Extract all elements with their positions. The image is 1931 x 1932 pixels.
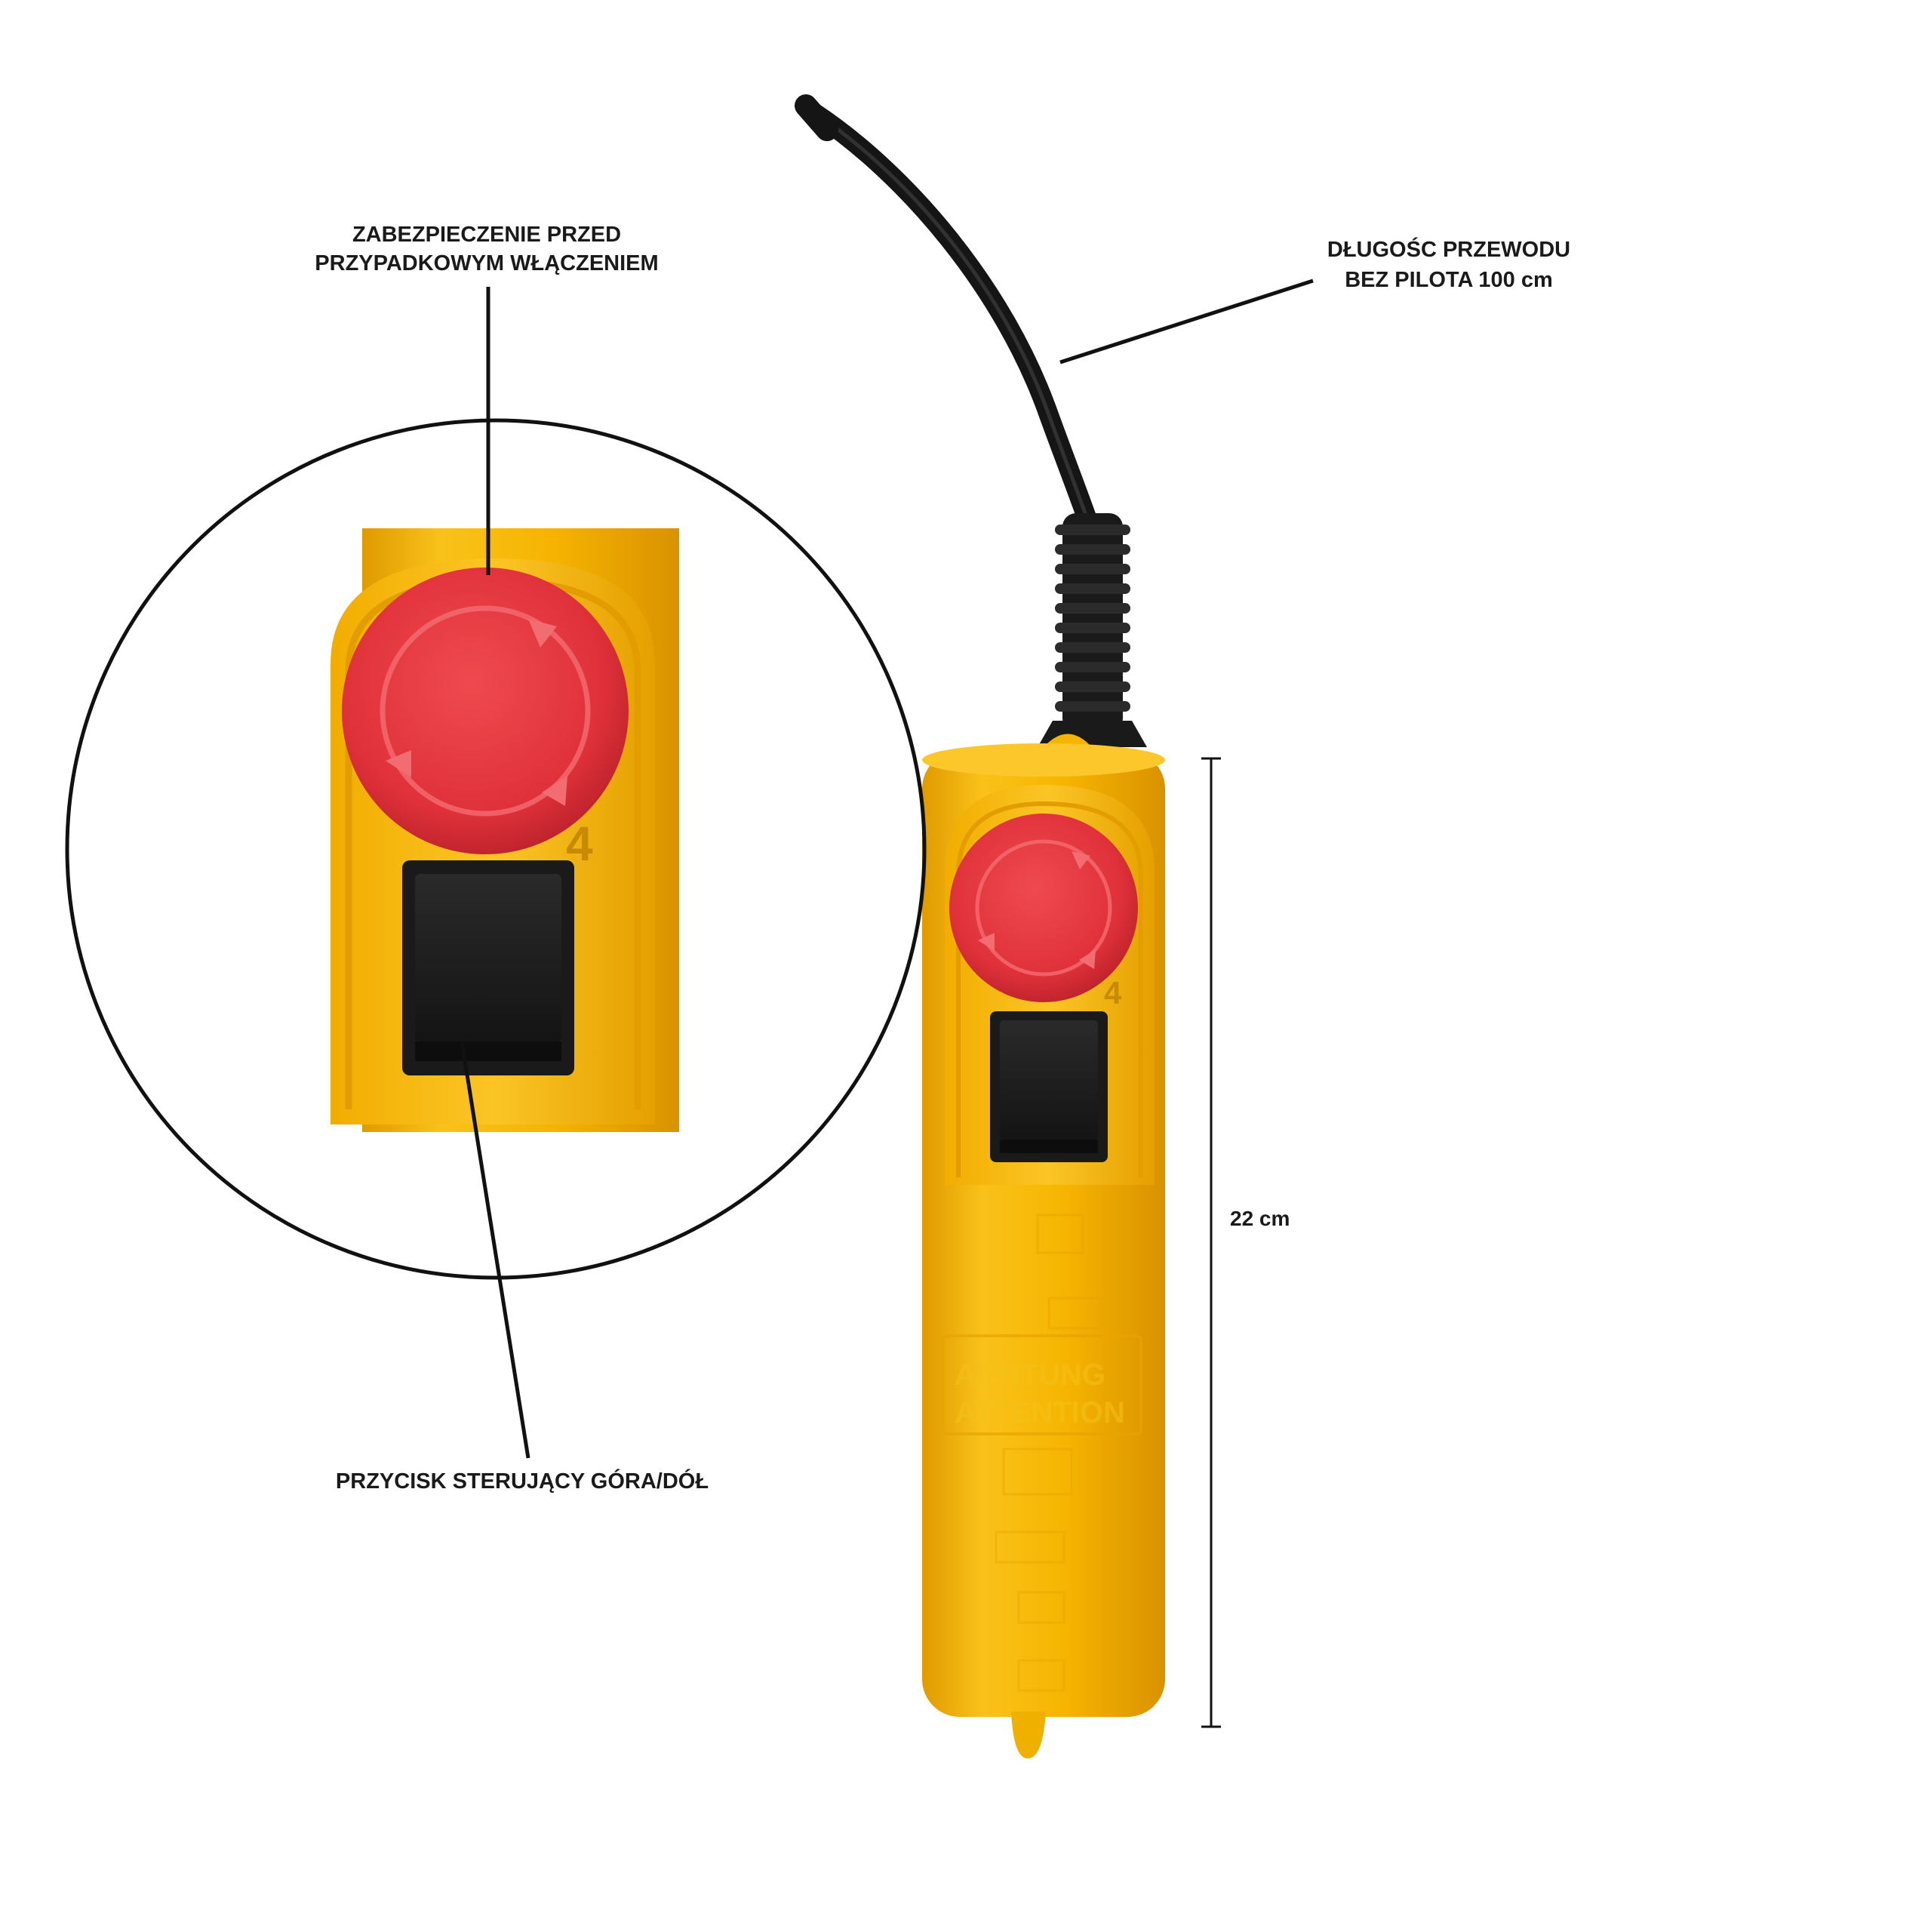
zoom-detail: 4 <box>65 418 927 1280</box>
leader-line-cable <box>1059 278 1314 365</box>
label-control-button: PRZYCISK STERUJĄCY GÓRA/DÓŁ <box>336 1468 709 1494</box>
strain-relief-ridge <box>1055 603 1130 614</box>
height-dimension-line <box>1201 757 1221 1728</box>
strain-relief-ridge <box>1055 662 1130 672</box>
strain-relief-ridge <box>1055 642 1130 653</box>
label-safety-line1: ZABEZPIECZENIE PRZED <box>352 223 621 247</box>
label-cable-line1: DŁUGOŚC PRZEWODU <box>1327 236 1570 262</box>
strain-relief-ridge <box>1055 525 1130 535</box>
strain-relief-ridge <box>1055 544 1130 555</box>
strain-relief-ridge <box>1055 701 1130 712</box>
label-safety-line2: PRZYPADKOWYM WŁĄCZENIEM <box>315 251 658 275</box>
strain-relief <box>1038 513 1147 747</box>
label-cable-line2: BEZ PILOTA 100 cm <box>1345 268 1553 292</box>
label-height-dimension: 22 cm <box>1230 1207 1290 1230</box>
strain-relief-ridge <box>1055 583 1130 594</box>
digit-marking: 4 <box>1104 975 1122 1011</box>
leader-line-control <box>460 1041 530 1459</box>
control-rocker-switch[interactable] <box>990 1011 1108 1162</box>
zoom-circle-outline <box>65 418 927 1280</box>
strain-relief-ridge <box>1055 564 1130 574</box>
embossed-text-1: ACHTUNG <box>955 1358 1105 1392</box>
embossed-text-2: ATTENTION <box>955 1396 1125 1429</box>
strain-relief-ridge <box>1055 623 1130 633</box>
emergency-stop-button[interactable] <box>949 814 1138 1002</box>
strain-relief-ridge <box>1055 681 1130 692</box>
